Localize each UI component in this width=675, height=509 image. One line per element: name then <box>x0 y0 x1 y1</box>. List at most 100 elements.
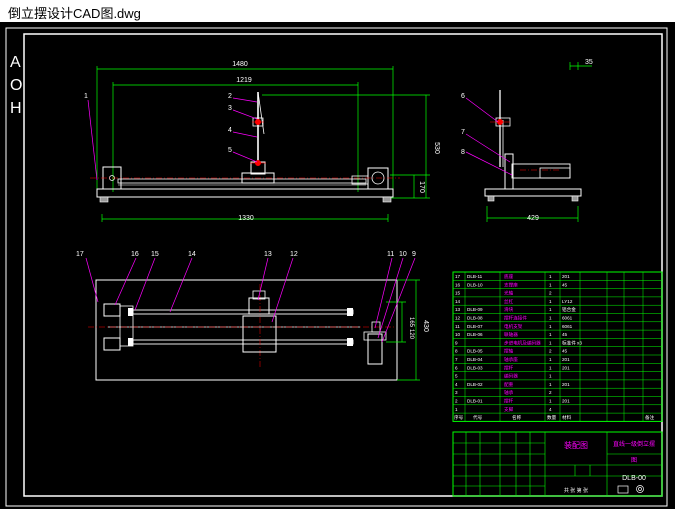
bom-row-no: 11 <box>455 324 460 329</box>
top-base-plate <box>95 279 398 381</box>
callout-17: 17 <box>76 251 84 258</box>
callout-9: 9 <box>412 251 416 258</box>
bom-row-no: 9 <box>455 340 458 345</box>
bom-row-qty: 1 <box>549 382 552 387</box>
bom-row-material: LY12 <box>562 299 573 304</box>
callout-11: 11 <box>387 251 394 258</box>
bom-row-name: 配重 <box>504 381 514 388</box>
side-base-plate <box>484 188 582 197</box>
dim-side-base: 429 <box>527 215 539 222</box>
bom-header-remark: 备注 <box>645 414 655 421</box>
bom-row-qty: 1 <box>549 274 552 279</box>
bom-row-no: 6 <box>455 365 458 370</box>
title-main: 装配图 <box>564 440 588 450</box>
bom-row-no: 2 <box>455 399 458 404</box>
bom-row-no: 7 <box>455 357 458 362</box>
bom-row-name: 底座 <box>504 273 514 280</box>
bom-row-no: 14 <box>455 299 461 304</box>
side-label-o: O <box>10 77 22 94</box>
bom-row-name: 摆杆连接件 <box>504 315 527 322</box>
bom-row-qty: 1 <box>549 316 552 321</box>
bom-row-material: 201 <box>562 274 570 279</box>
bom-row-material: 6061 <box>562 324 573 329</box>
bom-row-name: 编码器 <box>504 373 518 380</box>
bom-row-name: 步进电机及编码器 <box>504 339 541 346</box>
bom-row-qty: 1 <box>549 299 552 304</box>
bom-row-qty: 1 <box>549 374 552 379</box>
callout-4: 4 <box>228 127 232 134</box>
bom-row-no: 10 <box>455 332 461 337</box>
bom-row-name: 摆杆 <box>504 398 514 405</box>
title-drawing-no: DLB-00 <box>622 475 646 482</box>
top-motor <box>367 333 383 365</box>
bom-row-name: 电机支架 <box>504 323 523 330</box>
front-leaders <box>87 97 258 181</box>
bom-row-code: DLB-03 <box>467 365 483 370</box>
bom-row-no: 5 <box>455 374 458 379</box>
bom-row-code: DLB-05 <box>467 349 483 354</box>
bom-row-material: 201 <box>562 399 570 404</box>
front-foot-left <box>99 196 109 203</box>
side-view: 429 35 6 7 8 <box>461 59 593 222</box>
bom-row-qty: 1 <box>549 324 552 329</box>
front-base-plate <box>96 188 394 198</box>
dim-inner-width: 1219 <box>236 77 252 84</box>
callout-2: 2 <box>228 93 232 100</box>
dim-top-gap-b: 120 <box>408 329 414 340</box>
bom-row-name: 丝杠 <box>504 298 514 305</box>
bom-row-no: 15 <box>455 291 461 296</box>
callout-3: 3 <box>228 105 232 112</box>
window-title: 倒立摆设计CAD图.dwg <box>8 6 141 21</box>
dim-base-width: 1330 <box>238 215 254 222</box>
bom-header-name: 名称 <box>512 414 522 421</box>
bom-row-material: 45 <box>562 332 568 337</box>
bom-row-qty: 1 <box>549 357 552 362</box>
callout-7: 7 <box>461 129 465 136</box>
bom-row-name: 支脚 <box>504 406 514 413</box>
callout-1: 1 <box>84 93 88 100</box>
bom-row-qty: 2 <box>549 349 552 354</box>
bom-row-no: 8 <box>455 349 458 354</box>
front-view: 1480 1219 1330 530 170 <box>84 61 440 222</box>
bom-row-name: 联轴器 <box>504 331 518 338</box>
bom-row-code: DLB-01 <box>467 399 483 404</box>
dim-top-gap-a: 165 <box>408 317 414 328</box>
title-sheet: 共 张 第 张 <box>564 487 588 494</box>
bom-row-material: 45 <box>562 282 568 287</box>
bom-row-material: 铝合金 <box>562 306 576 313</box>
bom-row-no: 13 <box>455 307 461 312</box>
callout-6: 6 <box>461 93 465 100</box>
bom-row-material: 6061 <box>562 316 573 321</box>
bom-row-code: DLB-02 <box>467 382 483 387</box>
bom-row-qty: 4 <box>549 407 552 412</box>
bom-row-qty: 1 <box>549 340 552 345</box>
window-titlebar: 倒立摆设计CAD图.dwg <box>0 0 675 22</box>
cad-drawing-canvas[interactable]: A O H 1480 1219 1330 530 170 <box>0 22 675 509</box>
side-label-h: H <box>10 100 22 117</box>
bom-row-qty: 1 <box>549 365 552 370</box>
dim-height-base: 170 <box>418 181 425 193</box>
top-view: 430 165 120 17 1 <box>76 251 429 381</box>
callout-10: 10 <box>399 251 407 258</box>
bom-row-code: DLB-06 <box>467 332 483 337</box>
callout-14: 14 <box>188 251 196 258</box>
bom-row-name: 轴承 <box>504 389 514 396</box>
bom-header-no: 序号 <box>454 414 464 421</box>
callout-16: 16 <box>131 251 139 258</box>
title-company: 图 <box>631 457 637 464</box>
bom-row-name: 光轴 <box>504 290 514 297</box>
top-rail-upper <box>132 309 354 315</box>
title-block: 装配图 直线一级倒立摆 图 DLB-00 共 张 第 张 <box>452 431 663 497</box>
outer-frame <box>5 27 668 507</box>
bom-row-name: 摆杆 <box>504 364 514 371</box>
bom-row-qty: 2 <box>549 390 552 395</box>
bom-header-code: 代号 <box>473 414 483 421</box>
bom-header-material: 材料 <box>562 414 572 421</box>
bom-row-name: 滑块 <box>504 306 514 313</box>
bom-row-no: 17 <box>455 274 461 279</box>
bom-row-code: DLB-09 <box>467 307 483 312</box>
side-label-a: A <box>10 54 21 71</box>
front-motor <box>367 167 389 190</box>
dim-top-depth: 430 <box>422 320 429 332</box>
